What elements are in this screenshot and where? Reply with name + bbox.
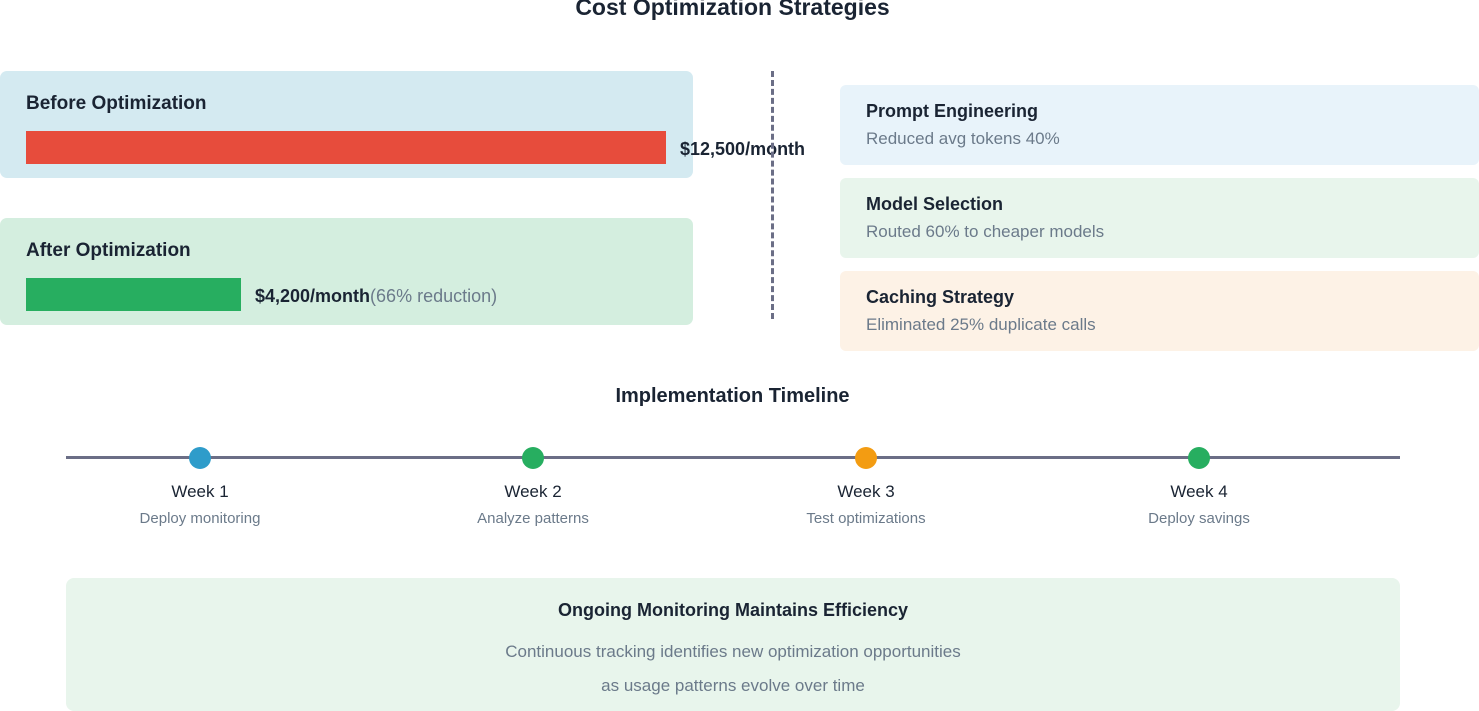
before-cost-bar — [26, 131, 666, 164]
before-optimization-label: Before Optimization — [26, 93, 207, 114]
timeline-line — [66, 456, 1400, 459]
milestone-week-3-task: Test optimizations — [806, 510, 926, 527]
after-optimization-label: After Optimization — [26, 240, 191, 261]
timeline-title: Implementation Timeline — [615, 385, 850, 407]
monitoring-note-line-2: as usage patterns evolve over time — [601, 676, 865, 695]
milestone-week-2-task: Analyze patterns — [477, 510, 589, 527]
milestone-week-1-task: Deploy monitoring — [139, 510, 261, 527]
strategy-card-prompt-engineering: Prompt Engineering Reduced avg tokens 40… — [840, 85, 1479, 165]
milestone-dot-week-1 — [189, 447, 211, 469]
milestone-week-4-label: Week 4 — [1170, 482, 1228, 501]
strategy-card-model-selection: Model Selection Routed 60% to cheaper mo… — [840, 178, 1479, 258]
strategy-description: Routed 60% to cheaper models — [866, 222, 1105, 241]
strategy-description: Reduced avg tokens 40% — [866, 129, 1060, 148]
after-cost-bar — [26, 278, 241, 311]
strategy-title: Caching Strategy — [866, 287, 1015, 307]
monitoring-note-box: Ongoing Monitoring Maintains Efficiency … — [66, 578, 1400, 711]
milestone-dot-week-3 — [855, 447, 877, 469]
section-divider — [771, 71, 774, 319]
strategy-card-caching-strategy: Caching Strategy Eliminated 25% duplicat… — [840, 271, 1479, 351]
milestone-week-3-label: Week 3 — [837, 482, 895, 501]
strategy-title: Prompt Engineering — [866, 101, 1039, 121]
strategy-description: Eliminated 25% duplicate calls — [866, 315, 1096, 334]
after-cost-value: $4,200/month — [255, 286, 371, 306]
page-title: Cost Optimization Strategies — [575, 0, 890, 20]
monitoring-note-title: Ongoing Monitoring Maintains Efficiency — [558, 600, 908, 620]
monitoring-note-line-1: Continuous tracking identifies new optim… — [505, 642, 961, 661]
milestone-week-4-task: Deploy savings — [1148, 510, 1250, 527]
before-cost-amount: $12,500/month — [680, 139, 806, 159]
milestone-week-2-label: Week 2 — [504, 482, 562, 501]
after-cost-amount: $4,200/month(66% reduction) — [255, 286, 497, 307]
strategy-title: Model Selection — [866, 194, 1004, 214]
milestone-week-1-label: Week 1 — [171, 482, 229, 501]
reduction-note: (66% reduction) — [370, 286, 498, 306]
milestone-dot-week-4 — [1188, 447, 1210, 469]
milestone-dot-week-2 — [522, 447, 544, 469]
